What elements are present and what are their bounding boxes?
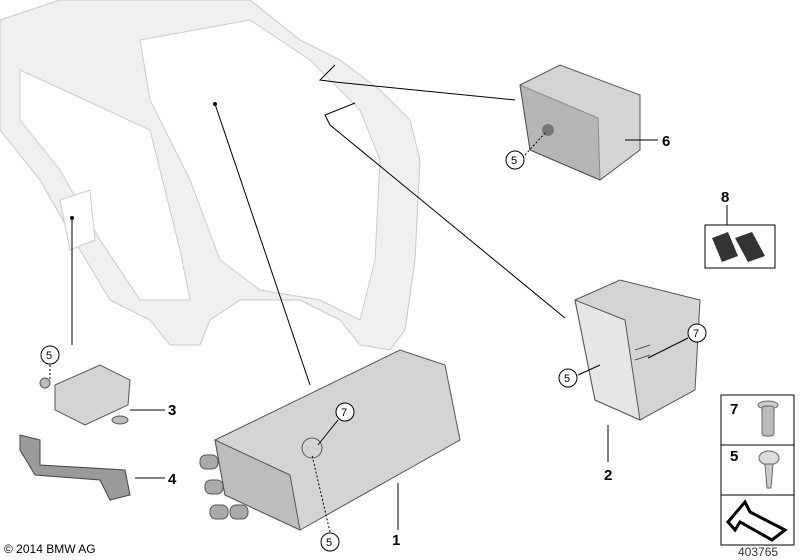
callout-5: 5	[40, 345, 60, 365]
svg-text:5: 5	[326, 537, 332, 549]
fastener-legend: 7 5	[720, 394, 795, 546]
svg-text:7: 7	[693, 328, 699, 340]
svg-text:5: 5	[511, 155, 517, 167]
callout-5: 5	[320, 532, 340, 552]
label-part-6: 6	[662, 133, 670, 150]
legend-number-7: 7	[730, 401, 738, 418]
callout-7: 7	[335, 402, 355, 422]
part-4-bracket[interactable]	[19, 434, 131, 501]
reference-number: 403765	[738, 545, 778, 559]
part-1-control-unit[interactable]	[199, 349, 461, 531]
part-8-pads-box[interactable]	[704, 224, 776, 269]
copyright-text: © 2014 BMW AG	[4, 542, 96, 556]
screw-icon	[758, 450, 780, 489]
svg-text:7: 7	[341, 407, 347, 419]
label-part-3: 3	[168, 402, 176, 419]
part-3-control-unit[interactable]	[39, 364, 131, 426]
vehicle-body-frame	[0, 0, 421, 351]
part-2-antenna-module[interactable]	[574, 279, 701, 421]
label-part-2: 2	[604, 467, 612, 484]
label-part-8: 8	[721, 189, 729, 206]
part-6-antenna-amplifier[interactable]	[519, 64, 641, 181]
legend-number-5: 5	[730, 448, 738, 465]
svg-text:5: 5	[46, 350, 52, 362]
coax-connectors	[199, 454, 249, 520]
callout-5: 5	[505, 150, 525, 170]
label-part-1: 1	[392, 532, 400, 549]
leader-lines	[49, 64, 728, 533]
rivet-nut-icon	[757, 400, 779, 437]
direction-arrow-icon	[726, 499, 788, 542]
callout-5: 5	[558, 368, 578, 388]
callout-7: 7	[687, 323, 707, 343]
label-part-4: 4	[168, 471, 177, 488]
svg-text:5: 5	[564, 373, 570, 385]
